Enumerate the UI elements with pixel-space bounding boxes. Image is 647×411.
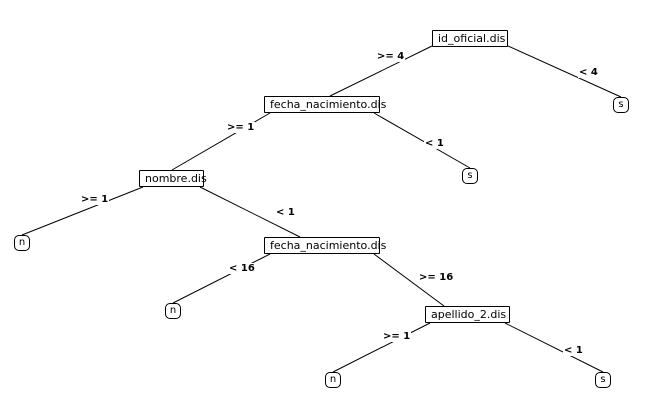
tree-edge [171, 112, 271, 171]
decision-node-n8[interactable]: apellido_2.dis [425, 306, 510, 323]
tree-edge [21, 186, 144, 236]
decision-node-n1[interactable]: fecha_nacimiento.dis [264, 96, 386, 113]
leaf-node-n9[interactable]: n [325, 372, 341, 388]
leaf-node-n5[interactable]: n [14, 235, 30, 251]
leaf-node-n4[interactable]: s [462, 168, 478, 184]
tree-edge [172, 253, 271, 304]
edge-label-n3-n5: >= 1 [80, 194, 110, 205]
decision-node-n0[interactable]: id_oficial.dis [432, 30, 508, 47]
edge-label-n6-n7: < 16 [228, 263, 256, 274]
tree-edge [329, 45, 433, 97]
edge-label-n1-n3: >= 1 [226, 122, 256, 133]
edge-label-n8-n9: >= 1 [382, 331, 412, 342]
edge-label-n0-n1: >= 4 [376, 51, 406, 62]
edge-label-n0-n2: < 4 [578, 67, 599, 78]
leaf-node-n10[interactable]: s [595, 372, 611, 388]
tree-edge [332, 322, 431, 373]
tree-edge [199, 186, 301, 238]
edge-label-n8-n10: < 1 [563, 345, 584, 356]
leaf-node-n7[interactable]: n [165, 303, 181, 319]
edge-label-n1-n4: < 1 [424, 138, 445, 149]
tree-edge [507, 45, 622, 98]
decision-node-n3[interactable]: nombre.dis [139, 170, 207, 187]
tree-edge [373, 112, 471, 169]
leaf-node-n2[interactable]: s [613, 97, 629, 113]
edge-label-n3-n6: < 1 [275, 207, 296, 218]
edge-label-n6-n8: >= 16 [418, 272, 455, 283]
decision-node-n6[interactable]: fecha_nacimiento.dis [264, 237, 386, 254]
tree-edge [373, 253, 445, 307]
tree-edge [504, 322, 604, 373]
